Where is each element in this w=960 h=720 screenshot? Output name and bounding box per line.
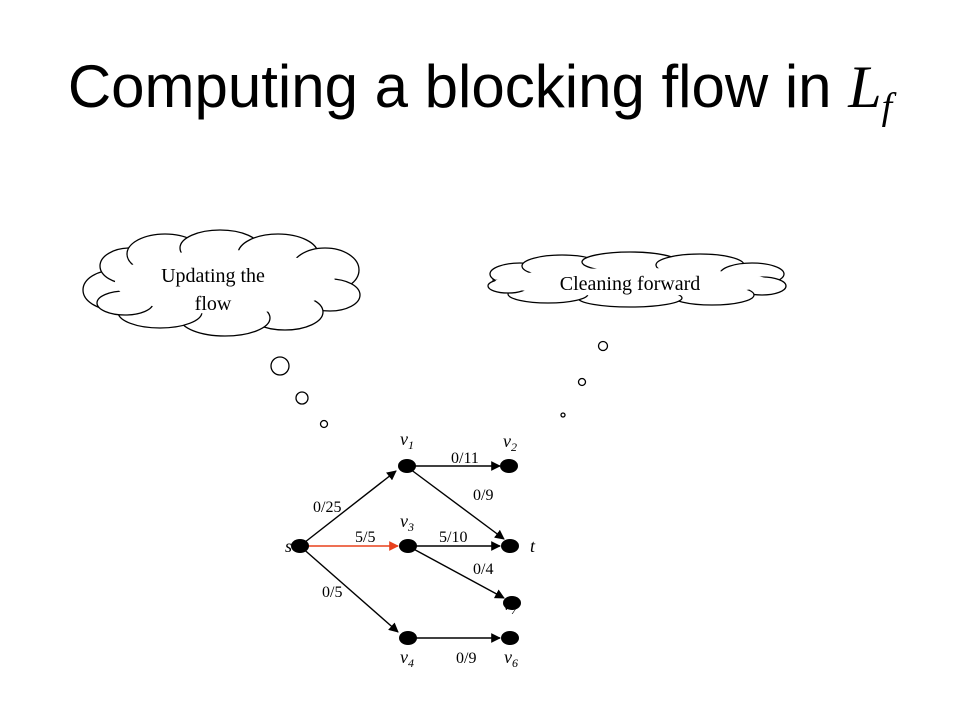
node-v6 xyxy=(501,631,519,645)
edge-label-v4-v6: 0/9 xyxy=(456,650,476,667)
edge-v3-v7 xyxy=(407,545,505,599)
edge-label-s-v1: 0/25 xyxy=(313,499,341,516)
node-v7 xyxy=(503,596,521,610)
edge-label-v3-t: 5/10 xyxy=(439,529,467,546)
node-s xyxy=(291,539,309,553)
node-v1 xyxy=(398,459,416,473)
node-v4 xyxy=(399,631,417,645)
edge-label-s-v4: 0/5 xyxy=(322,584,342,601)
thought-bubbles-left xyxy=(270,356,329,429)
thought-left-line1: Updating the xyxy=(161,265,265,287)
title-text: Computing a blocking flow in xyxy=(67,53,849,120)
graph-edges xyxy=(299,461,505,643)
node-label-v1: v1 xyxy=(400,429,414,452)
edge-label-s-v3: 5/5 xyxy=(355,529,375,546)
node-label-s: s xyxy=(285,536,292,556)
thought-cloud-left: Updating the flow xyxy=(82,229,361,337)
edge-label-v1-v2: 0/11 xyxy=(451,450,479,467)
graph-nodes xyxy=(291,459,521,645)
node-t xyxy=(501,539,519,553)
edge-label-v1-t: 0/9 xyxy=(473,487,493,504)
title-math-subscript: f xyxy=(881,86,893,128)
node-label-v7: v7 xyxy=(503,594,518,617)
thought-right-text: Cleaning forward xyxy=(560,273,701,295)
node-label-v3: v3 xyxy=(400,511,414,534)
edge-label-v3-v7: 0/4 xyxy=(473,561,493,578)
edge-s-v1 xyxy=(299,470,397,547)
thought-cloud-right: Cleaning forward xyxy=(487,251,787,308)
edge-s-v4 xyxy=(299,545,399,633)
slide-title: Computing a blocking flow in Lf xyxy=(0,52,960,129)
node-v3 xyxy=(399,539,417,553)
node-v2 xyxy=(500,459,518,473)
title-math-var: L xyxy=(848,54,882,120)
node-label-v2: v2 xyxy=(503,431,517,454)
thought-bubbles-right xyxy=(560,340,609,418)
edge-v1-t xyxy=(405,465,505,540)
node-label-t: t xyxy=(530,536,536,556)
node-label-v6: v6 xyxy=(504,647,518,670)
node-label-v4: v4 xyxy=(400,647,414,670)
thought-left-line2: flow xyxy=(195,293,232,315)
